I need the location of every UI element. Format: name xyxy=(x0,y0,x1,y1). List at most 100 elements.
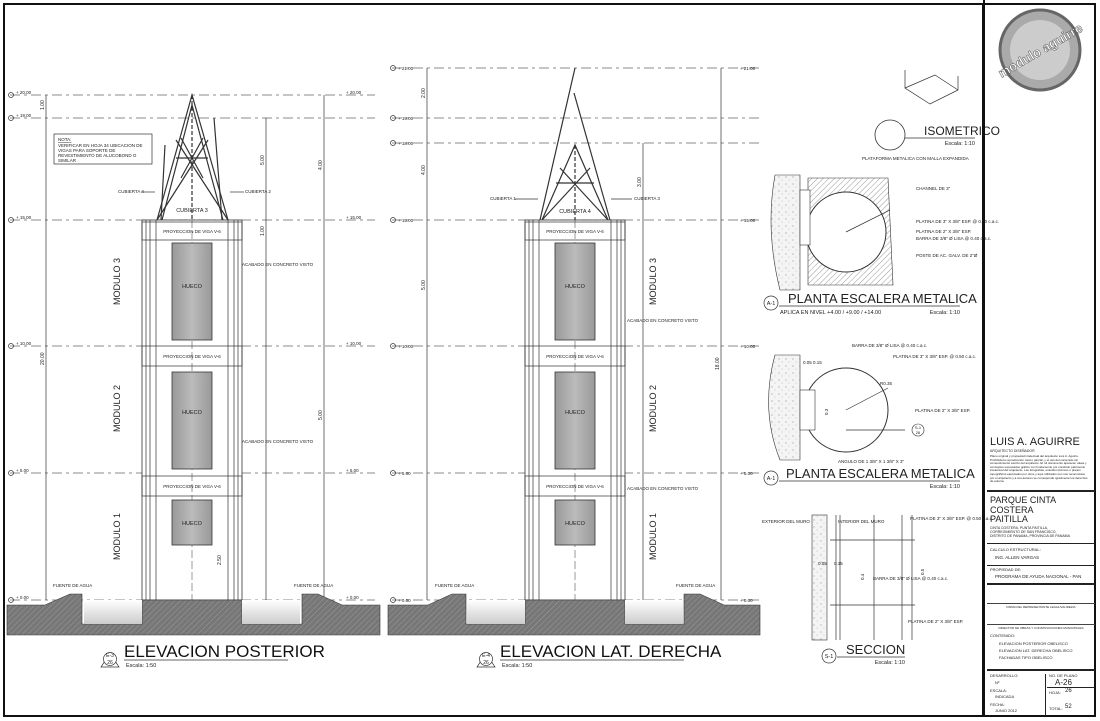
level-label: + 10.00 xyxy=(740,344,756,349)
beam-label: PROYECCION DE VIGA V-6 xyxy=(546,354,604,359)
tower-body xyxy=(524,219,626,601)
level-label: + 5.00 xyxy=(740,471,753,476)
view-scale: Escala: 1:50 xyxy=(502,663,532,669)
roof-label: CUBIERTA 3 xyxy=(634,196,660,201)
section-ref: S-1 xyxy=(915,425,922,430)
contents-label: CONTENIDO: xyxy=(990,633,1016,638)
beam-label: PROYECCION DE VIGA V-6 xyxy=(163,484,221,489)
fountain-basin xyxy=(625,600,683,624)
title-block-text: LUIS A. AGUIRRE ARQUITECTO DISEÑADOR Pla… xyxy=(983,0,1097,716)
callout-label: PLATINA DE 2" X 3/8" ESP. xyxy=(908,619,963,624)
date-value: JUNIO 2012 xyxy=(995,708,1018,713)
ref-sheet: 26 xyxy=(107,660,113,666)
dimension: 1.00 xyxy=(260,226,266,236)
dimension: 2.50 xyxy=(217,555,223,565)
dimension: 4.00 xyxy=(318,160,324,170)
dimension: 2.00 xyxy=(421,88,427,98)
ref-code: E-3 xyxy=(106,653,114,659)
pyramid-roof xyxy=(539,67,611,221)
note-title: NOTA: xyxy=(58,137,71,142)
callout-label: PLATINA DE 2" X 3/8" ESP. xyxy=(915,408,970,413)
module-label: MODULO 1 xyxy=(648,513,658,560)
dimension: 0.15 xyxy=(834,561,843,566)
note-line: REVESTIMIENTO DE ALUCOBOND O xyxy=(58,153,137,158)
callout-label: PLATINA DE 3" X 3/8" ESP. @ 0.50 c.a.c. xyxy=(916,219,999,224)
callout-label: BARRA DE 3/8" Ø LISA @ 0.40 c.a.c. xyxy=(852,343,927,348)
level-label: + 21.00 xyxy=(398,66,414,71)
address-line: DISTRITO DE PANAMA, PROVINCIA DE PANAMA xyxy=(990,534,1070,539)
dimension: 0.3 xyxy=(824,408,829,415)
dimension: 0.05 xyxy=(818,561,827,566)
legal-text: Plano original y propiedad intelectual d… xyxy=(990,454,1088,484)
dimension: 0.4 xyxy=(860,573,865,580)
view-title: ISOMETRICO xyxy=(924,124,1000,138)
finish-label: ACABADO EN CONCRETO VISTO xyxy=(242,262,314,267)
fountain-label: FUENTE DE AGUA xyxy=(676,583,715,588)
module-label: MODULO 2 xyxy=(648,385,658,432)
opening-label: HUECO xyxy=(182,521,203,527)
dimension-backing xyxy=(214,550,223,566)
planta-escalera-2: 0.05 0.15 R0.35 0.3 BARRA DE 3/8" Ø LISA… xyxy=(763,343,976,490)
opening-label: HUECO xyxy=(565,521,586,527)
finish-label: ACABADO EN CONCRETO VISTO xyxy=(242,439,314,444)
roof-label: CUBIERTA 4 xyxy=(559,209,591,215)
level-label: + 5.00 xyxy=(16,468,29,473)
dimension: 4.00 xyxy=(421,165,427,175)
callout-label: BARRA DE 3/8" Ø LISA @ 0.40 c.a.c. xyxy=(873,576,948,581)
total-value: 52 xyxy=(1065,704,1072,710)
beam-label: PROYECCION DE VIGA V-6 xyxy=(163,354,221,359)
fountain-basin xyxy=(467,600,525,624)
tower-body xyxy=(141,219,243,601)
level-label: + 10.00 xyxy=(16,341,32,346)
fountain-label: FUENTE DE AGUA xyxy=(294,583,333,588)
opening-label: HUECO xyxy=(565,410,586,416)
ground-slab xyxy=(6,593,381,636)
dimension: 3.00 xyxy=(637,177,643,187)
ref-code: A-1 xyxy=(767,301,776,307)
dimension: 0.05 xyxy=(803,360,812,365)
ground-slab xyxy=(387,593,761,636)
fountain-label: FUENTE DE AGUA xyxy=(53,583,92,588)
contents-item: ELEVACION POSTERIOR OBELISCO xyxy=(999,641,1068,646)
fountain-label: FUENTE DE AGUA xyxy=(435,583,474,588)
note-line: VERIFICAR EN HOJA 34 UBICACION DE xyxy=(58,143,143,148)
structural-name: ING. ALLEN VARGAS xyxy=(995,555,1040,560)
ref-code: A-1 xyxy=(767,476,776,482)
callout-label: BARRA DE 3/8" Ø LISA @ 0.40 c.a.c. xyxy=(916,236,991,241)
development-label: DESARROLLO: xyxy=(990,673,1019,678)
project-name: PARQUE CINTA COSTERA xyxy=(990,495,1056,515)
view-scale: Escala: 1:50 xyxy=(126,663,156,669)
level-label: + 20.00 xyxy=(16,90,32,95)
dimension: 5.00 xyxy=(318,410,324,420)
note-box xyxy=(53,133,153,165)
level-label: + 19.00 xyxy=(398,116,414,121)
view-scale: Escala: 1:10 xyxy=(930,484,960,490)
view-title: PLANTA ESCALERA METALICA xyxy=(788,291,977,306)
elevacion-lateral-derecha: + 21.00 + 19.00 + 18.00 + 15.00 + 10.00 … xyxy=(387,65,761,669)
module-label: MODULO 2 xyxy=(112,385,122,432)
signature-legal: FIRMA DEL REPRESENTANTE LEGAL/VALIDEZ/A xyxy=(1006,605,1076,609)
opening-label: HUECO xyxy=(182,284,203,290)
dimension: 1.00 xyxy=(40,100,46,110)
view-title: ELEVACION LAT. DERECHA xyxy=(500,642,722,661)
plan-no-label: NO. DE PLANO xyxy=(1049,673,1078,678)
dimension: 5.00 xyxy=(260,155,266,165)
pyramid-roof xyxy=(156,92,229,221)
sheet-value: 26 xyxy=(1065,688,1072,694)
owner-name: PROGRAMA DE AYUDA NACIONAL - PAN xyxy=(995,574,1082,579)
level-label: + 20.00 xyxy=(346,90,362,95)
roof-label: CUBIERTA 3 xyxy=(176,208,208,214)
roof-label: CUBIERTA 4 xyxy=(118,189,144,194)
view-scale: Escala: 1:10 xyxy=(945,141,975,147)
view-title: SECCION xyxy=(846,642,905,657)
level-label: + 15.00 xyxy=(740,218,756,223)
level-label: + 0.00 xyxy=(346,595,359,600)
level-label: + 5.00 xyxy=(346,468,359,473)
sheet-border xyxy=(3,3,1096,717)
view-title-elevacion-posterior: E-3 26 ELEVACION POSTERIOR Escala: 1:50 xyxy=(100,642,325,669)
roof-label: CUBIERTA 1 xyxy=(490,196,516,201)
logo: modulo aguirre xyxy=(995,8,1085,92)
callout-label: POSTE DE AC. GALV. DE 2"Ø xyxy=(916,253,978,258)
level-label: + 15.00 xyxy=(16,215,32,220)
